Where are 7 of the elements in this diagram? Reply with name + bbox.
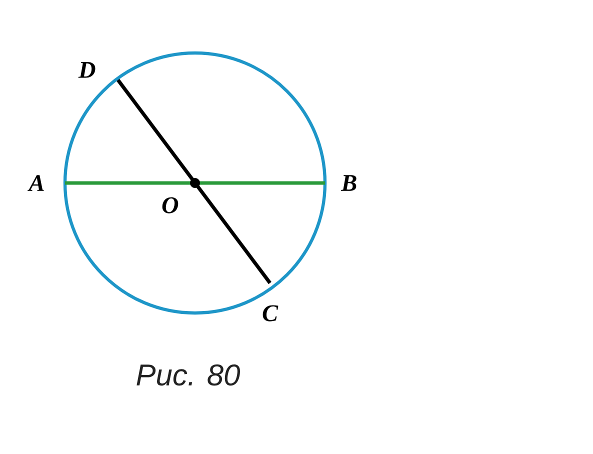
point-label: C bbox=[262, 305, 278, 322]
line-segment bbox=[65, 181, 325, 185]
figure-caption: Рис. 80 bbox=[136, 364, 240, 386]
point-label: B bbox=[340, 175, 356, 191]
point-label: D bbox=[78, 62, 96, 78]
point-label: O bbox=[162, 197, 178, 214]
point-label: A bbox=[28, 175, 44, 191]
